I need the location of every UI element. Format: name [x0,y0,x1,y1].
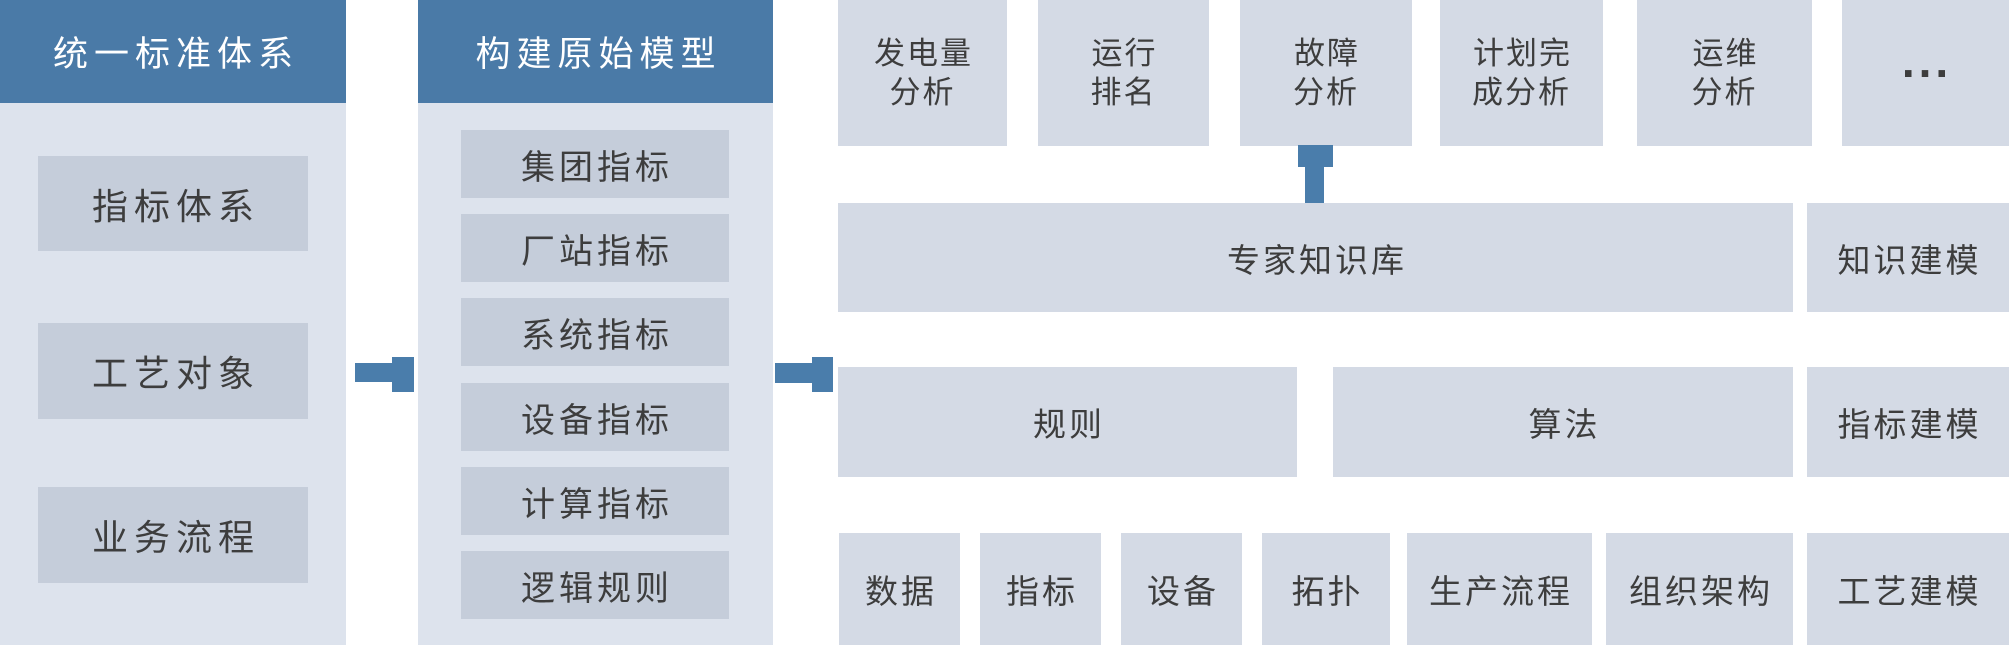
standard-system-item-business-process: 业务流程 [38,487,308,583]
original-model-header: 构建原始模型 [418,0,773,103]
ellipsis-icon: ... [1901,35,1953,87]
model-tile-production-process: 生产流程 [1407,533,1592,645]
rules-tile: 规则 [838,367,1297,477]
original-model-item-group-indicator: 集团指标 [461,130,729,198]
algorithm-tile: 算法 [1333,367,1793,477]
standard-system-header: 统一标准体系 [0,0,346,103]
model-tile-data: 数据 [839,533,960,645]
original-model-item-logic-rule: 逻辑规则 [461,551,729,619]
original-model-item-calculated-indicator: 计算指标 [461,467,729,535]
knowledge-modeling-tile: 知识建模 [1807,203,2009,312]
arrow-knowledge-fault-head-icon [1298,145,1333,167]
model-tile-organization-structure: 组织架构 [1606,533,1793,645]
standard-system-item-process-object: 工艺对象 [38,323,308,419]
arrow-col2-rules-shaft-icon [775,363,812,383]
model-tile-topology: 拓扑 [1262,533,1390,645]
arrow-col1-col2-head-icon [392,357,414,392]
arrow-knowledge-fault-shaft-icon [1305,167,1324,203]
original-model-item-plant-indicator: 厂站指标 [461,214,729,282]
model-tile-equipment: 设备 [1121,533,1242,645]
standard-system-item-indicator-system: 指标体系 [38,156,308,251]
arrow-col2-rules-head-icon [812,357,833,392]
analysis-tile-more: ... [1842,0,2009,146]
original-model-item-system-indicator: 系统指标 [461,298,729,366]
analysis-tile-plan-completion: 计划完 成分析 [1440,0,1603,146]
analysis-tile-power-generation: 发电量 分析 [838,0,1007,146]
model-tile-indicator: 指标 [980,533,1101,645]
indicator-modeling-tile: 指标建模 [1807,367,2009,477]
arrow-col1-col2-shaft-icon [355,363,392,382]
analysis-tile-fault-analysis: 故障 分析 [1240,0,1412,146]
expert-knowledge-base-tile: 专家知识库 [838,203,1793,312]
process-modeling-tile: 工艺建模 [1807,533,2009,645]
original-model-item-equipment-indicator: 设备指标 [461,383,729,451]
analysis-tile-operation-ranking: 运行 排名 [1038,0,1209,146]
analysis-tile-operation-maintenance: 运维 分析 [1637,0,1812,146]
